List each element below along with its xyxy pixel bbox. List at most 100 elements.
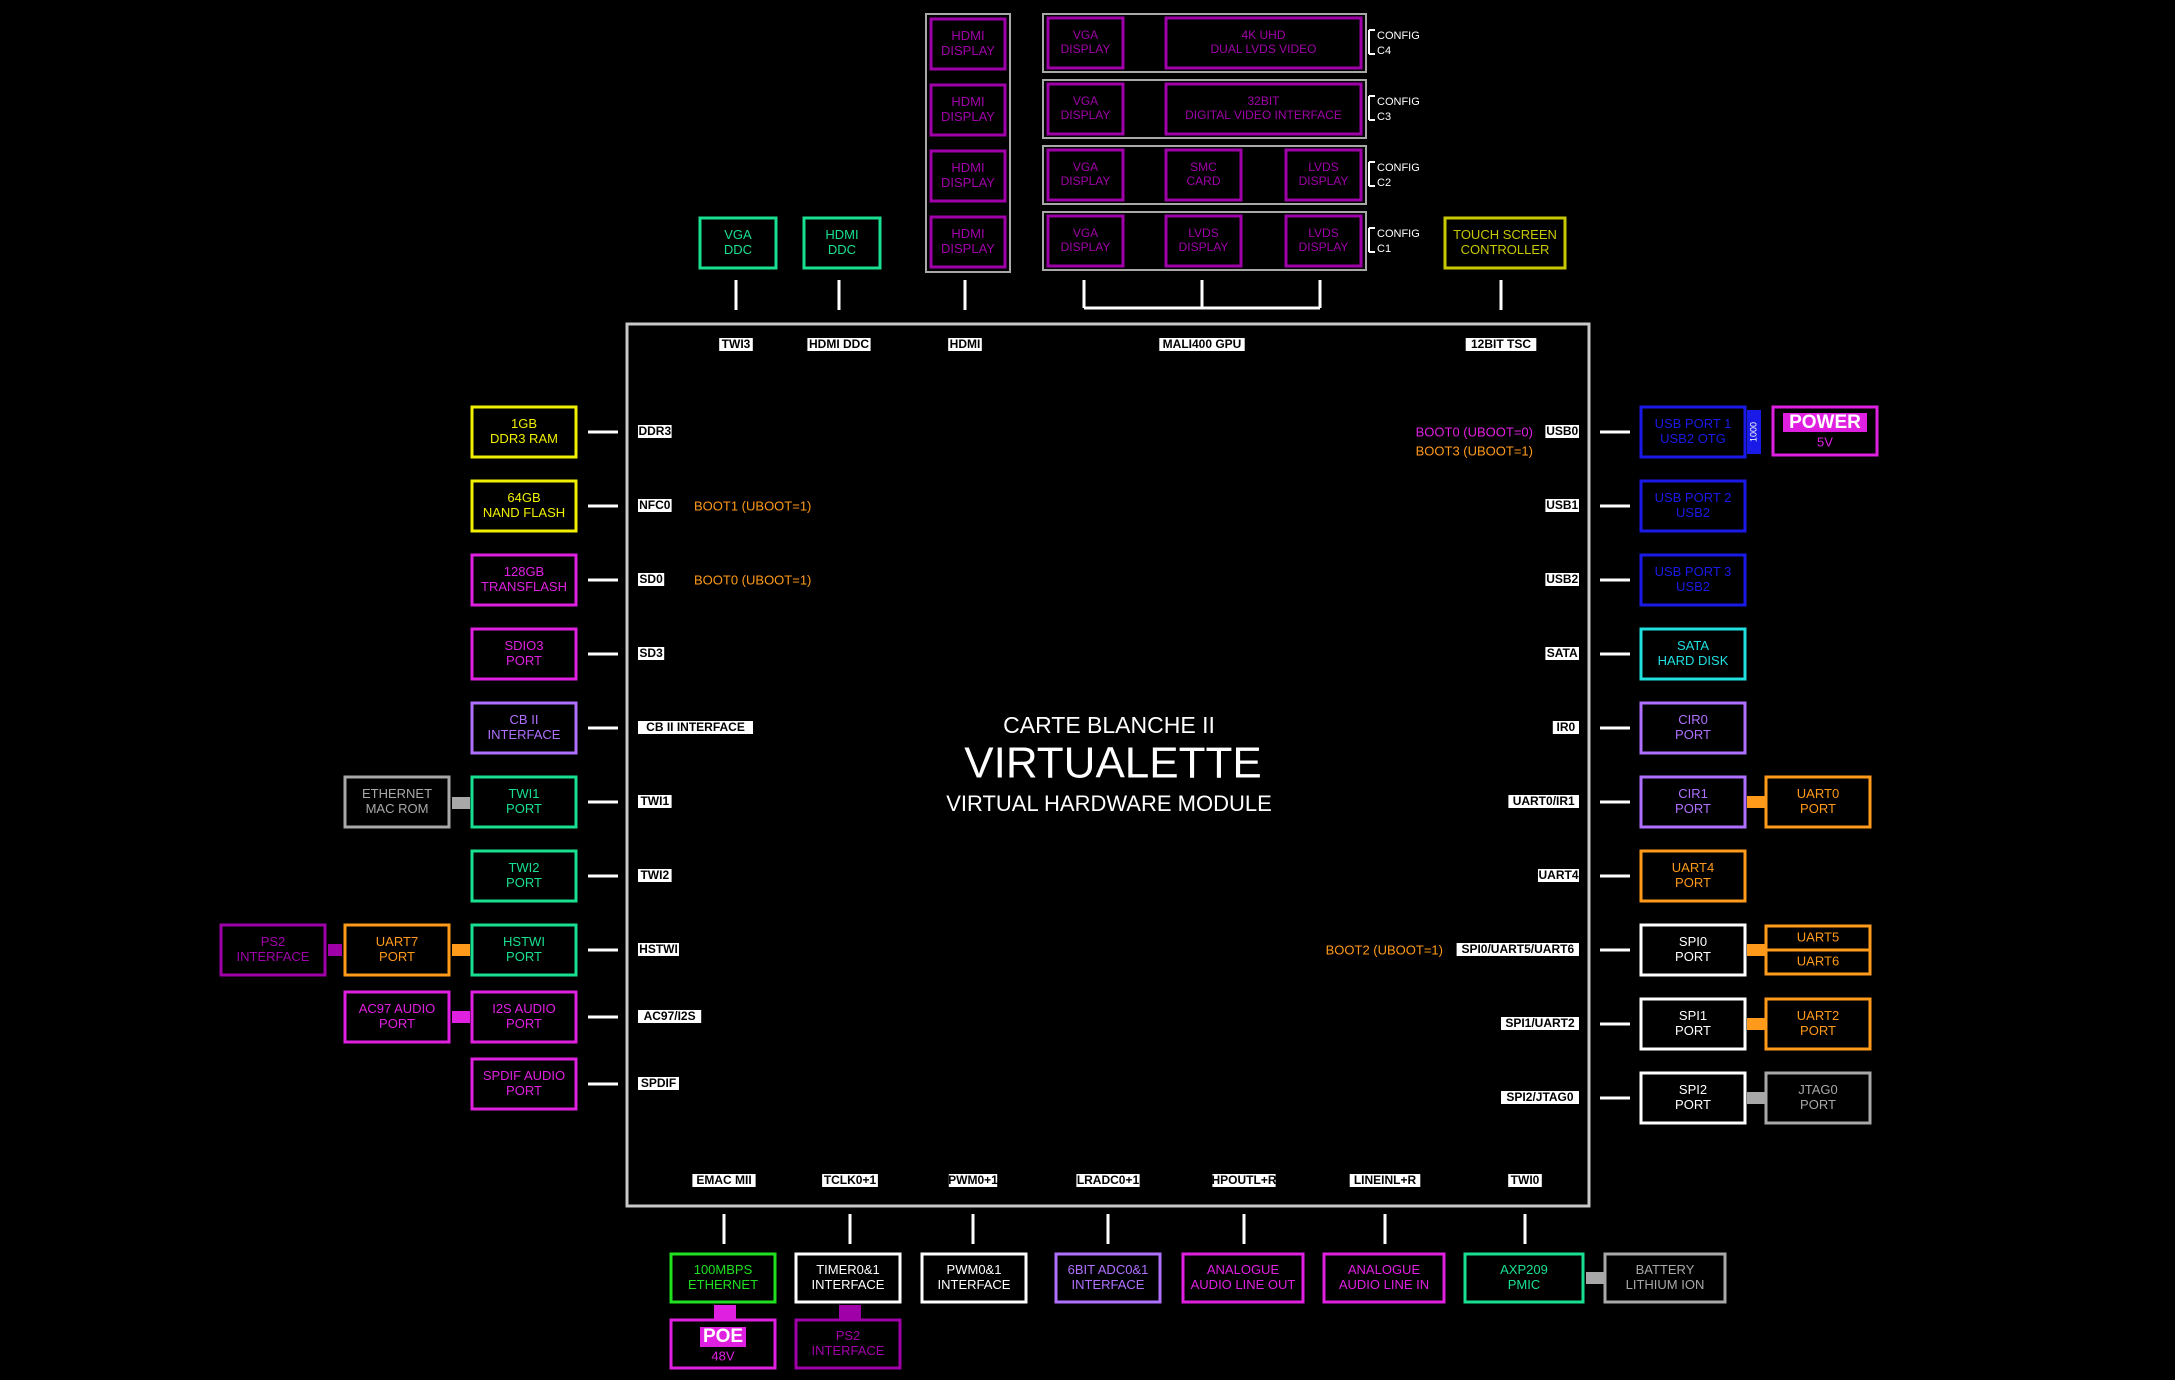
uart7-stub bbox=[452, 944, 470, 956]
config-0-box-0-outline bbox=[1046, 16, 1125, 70]
right-port-6-label: UART4 bbox=[1538, 868, 1578, 882]
right-port-7-label-bg bbox=[1456, 943, 1579, 956]
top-port-2-label-bg bbox=[948, 338, 982, 351]
config-frame-1 bbox=[1042, 79, 1367, 139]
ps2-bottom-stub bbox=[839, 1305, 861, 1319]
top-port-1-label-bg bbox=[807, 338, 871, 351]
hdmi-display-1-outline bbox=[929, 83, 1007, 137]
left-port-1-label-bg bbox=[638, 499, 672, 512]
poe-stub bbox=[714, 1305, 736, 1319]
config-2-box-1-outline bbox=[1164, 148, 1243, 202]
left-device-0-outline bbox=[470, 405, 578, 459]
uart6-box-outline bbox=[1764, 948, 1872, 976]
left-port-5-label-bg bbox=[638, 795, 672, 808]
right-device-1-text: USB2 bbox=[1676, 505, 1710, 520]
left-device-9-outline bbox=[470, 1057, 578, 1111]
config-0-box-0-text: DISPLAY bbox=[1061, 42, 1111, 56]
left-device-7-text: PORT bbox=[506, 949, 542, 964]
bottom-device-4-text: AUDIO LINE OUT bbox=[1191, 1277, 1296, 1292]
battery-stub bbox=[1586, 1272, 1605, 1284]
ac97-box-text: PORT bbox=[379, 1016, 415, 1031]
poe-box bbox=[669, 1318, 777, 1370]
poe-title-bg bbox=[700, 1327, 746, 1347]
left-port-3-label-bg bbox=[638, 647, 665, 660]
uart7-box-text: PORT bbox=[379, 949, 415, 964]
right-device-3-text: SATA bbox=[1677, 638, 1709, 653]
right-device-5-outline bbox=[1639, 775, 1747, 829]
left-device-8-text: I2S AUDIO bbox=[492, 1001, 556, 1016]
right-device-7-text: SPI0 bbox=[1679, 934, 1707, 949]
uart5-6-stub bbox=[1747, 944, 1766, 956]
ac97-box-text: AC97 AUDIO bbox=[359, 1001, 436, 1016]
config-id: C1 bbox=[1377, 243, 1391, 255]
left-device-7-outline bbox=[470, 923, 578, 977]
hdmi-ddc-box-text: HDMI bbox=[825, 227, 858, 242]
bottom-device-3-outline bbox=[1054, 1252, 1162, 1304]
right-device-7-text: PORT bbox=[1675, 949, 1711, 964]
left-port-6-label: TWI2 bbox=[640, 868, 669, 882]
config-id: C2 bbox=[1377, 177, 1391, 189]
hdmi-ddc-box-text: DDC bbox=[828, 242, 856, 257]
right-port-2-label: USB2 bbox=[1546, 572, 1578, 586]
touch-screen-box-outline bbox=[1443, 216, 1567, 270]
right-device-2-text: USB2 bbox=[1676, 579, 1710, 594]
ps2-bottom-box-text: PS2 bbox=[836, 1328, 861, 1343]
hdmi-display-0-text: DISPLAY bbox=[941, 43, 995, 58]
right-port-3-label: SATA bbox=[1547, 646, 1578, 660]
left-device-3-outline bbox=[470, 627, 578, 681]
left-device-2-text: 128GB bbox=[504, 564, 544, 579]
left-device-1-text: NAND FLASH bbox=[483, 505, 565, 520]
right-device-6-outline bbox=[1639, 849, 1747, 903]
bottom-port-3-label-bg bbox=[1076, 1174, 1140, 1187]
power-box bbox=[1771, 405, 1879, 457]
uart2-stub bbox=[1747, 1018, 1766, 1030]
right-device-3-outline bbox=[1639, 627, 1747, 681]
right-device-9-text: SPI2 bbox=[1679, 1082, 1707, 1097]
usb-otg-connector bbox=[1747, 410, 1761, 454]
top-port-4-label: 12BIT TSC bbox=[1471, 337, 1531, 351]
right-port-8-label-bg bbox=[1501, 1017, 1579, 1030]
config-1-box-0-outline bbox=[1046, 82, 1125, 136]
uart2-box-text: UART2 bbox=[1797, 1008, 1839, 1023]
config-1-box-1-outline bbox=[1164, 82, 1363, 136]
right-port-0-label-bg bbox=[1545, 425, 1579, 438]
right-device-4-text: CIR0 bbox=[1678, 712, 1708, 727]
right-port-3-label-bg bbox=[1545, 647, 1579, 660]
left-port-6-label-bg bbox=[638, 869, 672, 882]
ac97-box-outline bbox=[343, 990, 451, 1044]
right-device-5-text: CIR1 bbox=[1678, 786, 1708, 801]
bottom-port-4-label-bg bbox=[1212, 1174, 1276, 1187]
config-2-box-2-outline bbox=[1284, 148, 1363, 202]
left-port-3-label: SD3 bbox=[639, 646, 663, 660]
hdmi-column-frame bbox=[925, 13, 1011, 273]
left-port-0-label: DDR3 bbox=[638, 424, 671, 438]
config-2-box-2-text: DISPLAY bbox=[1299, 174, 1349, 188]
ps2-bottom-box-outline bbox=[794, 1318, 902, 1370]
left-device-1-outline bbox=[470, 479, 578, 533]
uart6-box: UART6 bbox=[1764, 948, 1872, 976]
vga-ddc-box-text: VGA bbox=[724, 227, 752, 242]
left-device-0-text: 1GB bbox=[511, 416, 537, 431]
config-2-box-2-text: LVDS bbox=[1308, 160, 1338, 174]
config-3-box-1-text: DISPLAY bbox=[1179, 240, 1229, 254]
bottom-device-6-text: AXP209 bbox=[1500, 1262, 1548, 1277]
